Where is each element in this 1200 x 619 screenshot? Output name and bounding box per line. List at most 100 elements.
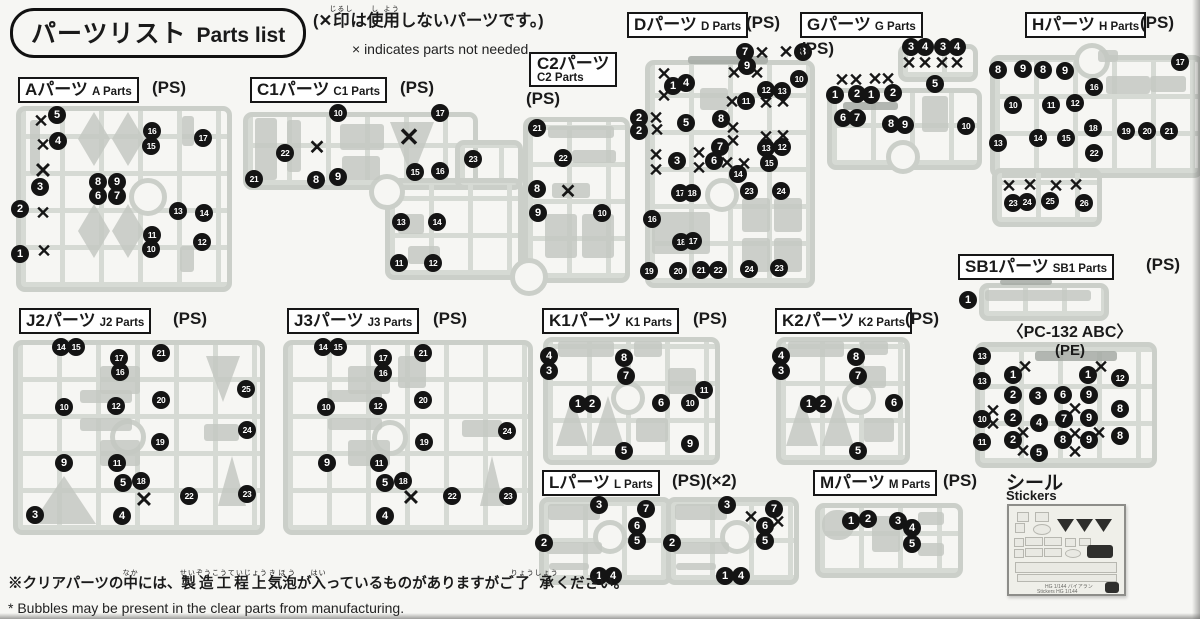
part-number-badge: 18 xyxy=(1084,119,1102,137)
part-number-badge: 10 xyxy=(55,398,73,416)
part-number-badge: 12 xyxy=(757,81,775,99)
part-number-badge: 7 xyxy=(765,500,783,518)
part-shape xyxy=(548,126,614,138)
part-shape xyxy=(182,116,194,146)
x-mark-icon: ✕ xyxy=(917,53,933,73)
material-label: (PS)(×2) xyxy=(672,471,737,490)
x-mark-icon: ✕ xyxy=(724,92,740,112)
x-mark-icon: ✕ xyxy=(648,145,664,165)
part-number-badge: 1 xyxy=(959,291,977,309)
part-number-badge: 2 xyxy=(848,85,866,103)
x-mark-icon: ✕ xyxy=(934,53,950,73)
part-number-badge: 2 xyxy=(663,534,681,552)
sticker-shape xyxy=(1015,523,1025,533)
part-shape xyxy=(558,341,614,357)
part-shape xyxy=(572,150,616,163)
runner-label-line1: 〈PC-132 ABC〉 xyxy=(1007,324,1133,341)
runner-name-en: A Parts xyxy=(91,86,132,98)
part-number-badge: 5 xyxy=(849,442,867,460)
part-number-badge: 9 xyxy=(1056,62,1074,80)
sticker-sheet-text: Stickers HG 1/144 xyxy=(1037,589,1078,595)
x-mark-icon: ✕ xyxy=(834,70,850,90)
part-shape xyxy=(742,198,770,232)
runner-label-pc: 〈PC-132 ABC〉(PE) xyxy=(995,318,1145,359)
stickers-title-jp: シール xyxy=(1006,473,1064,494)
part-shape xyxy=(843,102,898,110)
material-label: (PS) xyxy=(800,39,834,58)
part-number-badge: 3 xyxy=(590,496,608,514)
part-number-badge: 20 xyxy=(152,391,170,409)
part-number-badge: 9 xyxy=(329,168,347,186)
part-shape xyxy=(918,543,944,556)
part-number-badge: 14 xyxy=(195,204,213,222)
runner-name-jp: J3パーツ xyxy=(294,311,364,330)
part-number-badge: 7 xyxy=(617,367,635,385)
runner-name-en: C2 Parts xyxy=(537,72,584,84)
runner-name-jp: C2パーツ xyxy=(537,54,610,73)
part-shape xyxy=(1150,76,1186,92)
runner-name-en: K1 Parts xyxy=(625,317,673,329)
material-label: (PS) xyxy=(152,78,186,97)
part-number-badge: 8 xyxy=(712,110,730,128)
x-mark-icon: ✕ xyxy=(1022,175,1038,195)
sticker-sheet: HG 1/144 バイアラン Stickers HG 1/144 xyxy=(1007,504,1126,596)
runner-name-en: J2 Parts xyxy=(99,317,145,329)
part-number-badge: 5 xyxy=(615,442,633,460)
part-number-badge: 1 xyxy=(800,395,818,413)
part-number-badge: 4 xyxy=(677,74,695,92)
runner-frame-sb1 xyxy=(979,283,1109,321)
part-shape xyxy=(1098,50,1118,62)
part-number-badge: 10 xyxy=(790,70,808,88)
part-shape xyxy=(788,341,844,357)
part-number-badge: 8 xyxy=(528,180,546,198)
runner-name-jp: Gパーツ xyxy=(807,15,871,34)
x-mark-icon: ✕ xyxy=(725,118,741,138)
part-number-badge: 11 xyxy=(737,92,755,110)
part-number-badge: 12 xyxy=(773,138,791,156)
runner-name-jp: C1パーツ xyxy=(257,80,330,99)
part-number-badge: 22 xyxy=(443,487,461,505)
part-number-badge: 22 xyxy=(709,261,727,279)
part-number-badge: 9 xyxy=(318,454,336,472)
part-number-badge: 3 xyxy=(1029,387,1047,405)
clear-parts-note-en: * Bubbles may be present in the clear pa… xyxy=(8,600,405,616)
part-number-badge: 12 xyxy=(1066,94,1084,112)
part-number-badge: 3 xyxy=(31,178,49,196)
part-number-badge: 2 xyxy=(630,122,648,140)
part-number-badge: 25 xyxy=(237,380,255,398)
runner-name-jp: Dパーツ xyxy=(634,15,697,34)
part-number-badge: 11 xyxy=(390,254,408,272)
part-number-badge: 8 xyxy=(1111,427,1129,445)
scan-edge-shadow-right xyxy=(1192,0,1200,619)
part-number-badge: 8 xyxy=(794,43,812,61)
part-number-badge: 20 xyxy=(1138,122,1156,140)
sticker-shape xyxy=(1044,548,1062,557)
part-number-badge: 21 xyxy=(528,119,546,137)
part-shape xyxy=(328,390,382,402)
material-label: (PS) xyxy=(1146,255,1180,274)
part-number-badge: 16 xyxy=(111,363,129,381)
material-label: (PS) xyxy=(400,78,434,97)
part-number-badge: 19 xyxy=(415,433,433,451)
part-number-badge: 2 xyxy=(859,510,877,528)
part-shape xyxy=(1106,76,1150,94)
part-number-badge: 4 xyxy=(732,567,750,585)
part-number-badge: 10 xyxy=(973,410,991,428)
x-mark-icon: ✕ xyxy=(743,507,759,527)
part-number-badge: 6 xyxy=(652,394,670,412)
x-mark-icon: ✕ xyxy=(754,43,770,63)
part-shape xyxy=(1000,279,1052,285)
part-number-badge: 8 xyxy=(1054,431,1072,449)
part-shape xyxy=(634,341,662,357)
part-number-badge: 8 xyxy=(89,173,107,191)
clear-parts-note-jp: ※クリアパーツの中なかには、製造工程上せいぞうこうていじょう気泡きほうが入はいっ… xyxy=(8,570,629,592)
x-mark-icon: ✕ xyxy=(691,158,707,178)
part-number-badge: 17 xyxy=(1171,53,1189,71)
part-number-badge: 5 xyxy=(926,75,944,93)
sprue-ring xyxy=(720,520,754,554)
part-number-badge: 10 xyxy=(1004,96,1022,114)
